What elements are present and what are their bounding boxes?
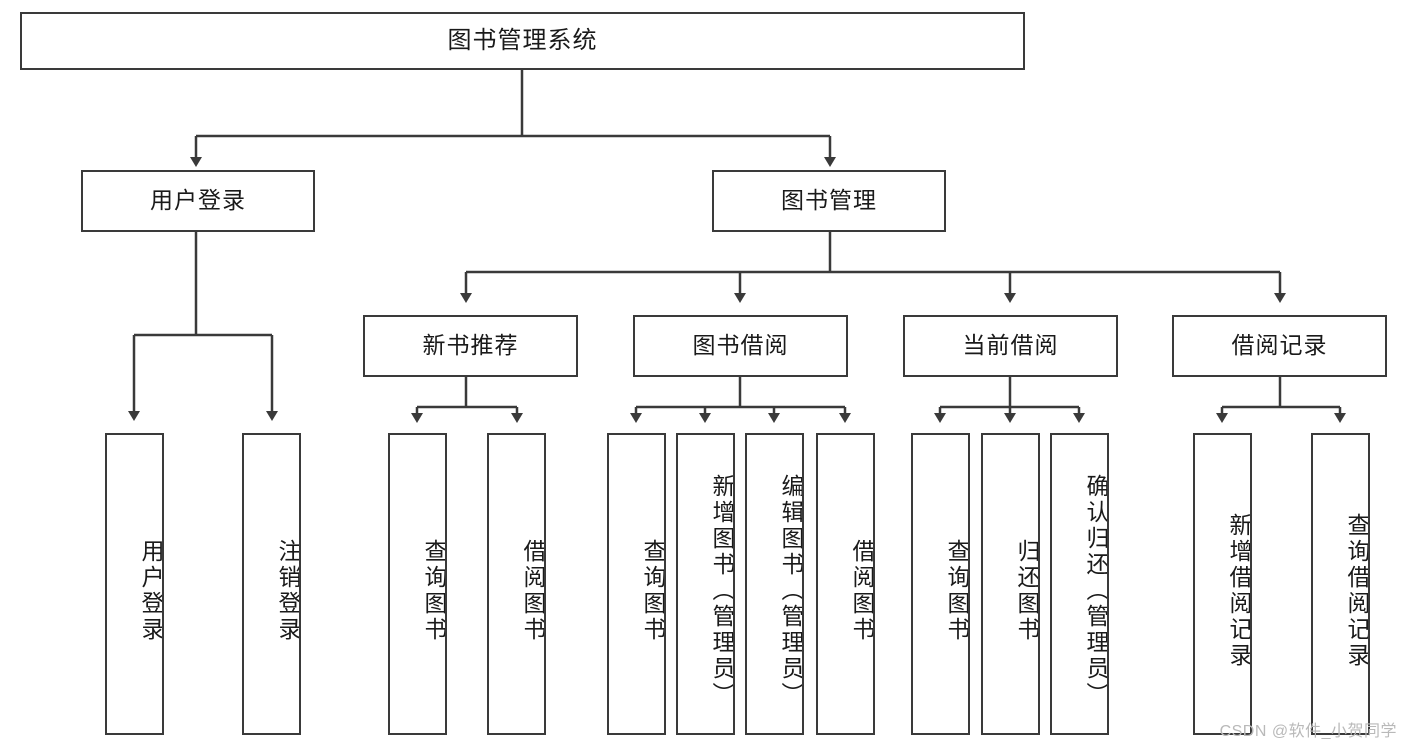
node-book-borrow[interactable]: 图书借阅 [633, 315, 848, 377]
leaf-record-add-record[interactable]: 新增借阅记录 [1193, 433, 1252, 735]
watermark-csdn: CSDN @软件_小贺同学 [1219, 723, 1397, 740]
leaf-borrow-edit-book-admin[interactable]: 编辑图书（管理员） [745, 433, 804, 735]
node-borrow-record[interactable]: 借阅记录 [1172, 315, 1387, 377]
leaf-current-return-book[interactable]: 归还图书 [981, 433, 1040, 735]
node-current-borrow[interactable]: 当前借阅 [903, 315, 1118, 377]
leaf-borrow-borrow-book[interactable]: 借阅图书 [816, 433, 875, 735]
node-user-login[interactable]: 用户登录 [81, 170, 315, 232]
leaf-recommend-borrow-book[interactable]: 借阅图书 [487, 433, 546, 735]
leaf-borrow-add-book-admin[interactable]: 新增图书（管理员） [676, 433, 735, 735]
leaf-user-login-logout[interactable]: 注销登录 [242, 433, 301, 735]
leaf-record-query-record[interactable]: 查询借阅记录 [1311, 433, 1370, 735]
leaf-user-login-login[interactable]: 用户登录 [105, 433, 164, 735]
leaf-borrow-query-book[interactable]: 查询图书 [607, 433, 666, 735]
node-root[interactable]: 图书管理系统 [20, 12, 1025, 70]
leaf-current-query-book[interactable]: 查询图书 [911, 433, 970, 735]
node-book-management[interactable]: 图书管理 [712, 170, 946, 232]
leaf-recommend-query-book[interactable]: 查询图书 [388, 433, 447, 735]
node-new-book-recommend[interactable]: 新书推荐 [363, 315, 578, 377]
leaf-current-confirm-return-admin[interactable]: 确认归还（管理员） [1050, 433, 1109, 735]
